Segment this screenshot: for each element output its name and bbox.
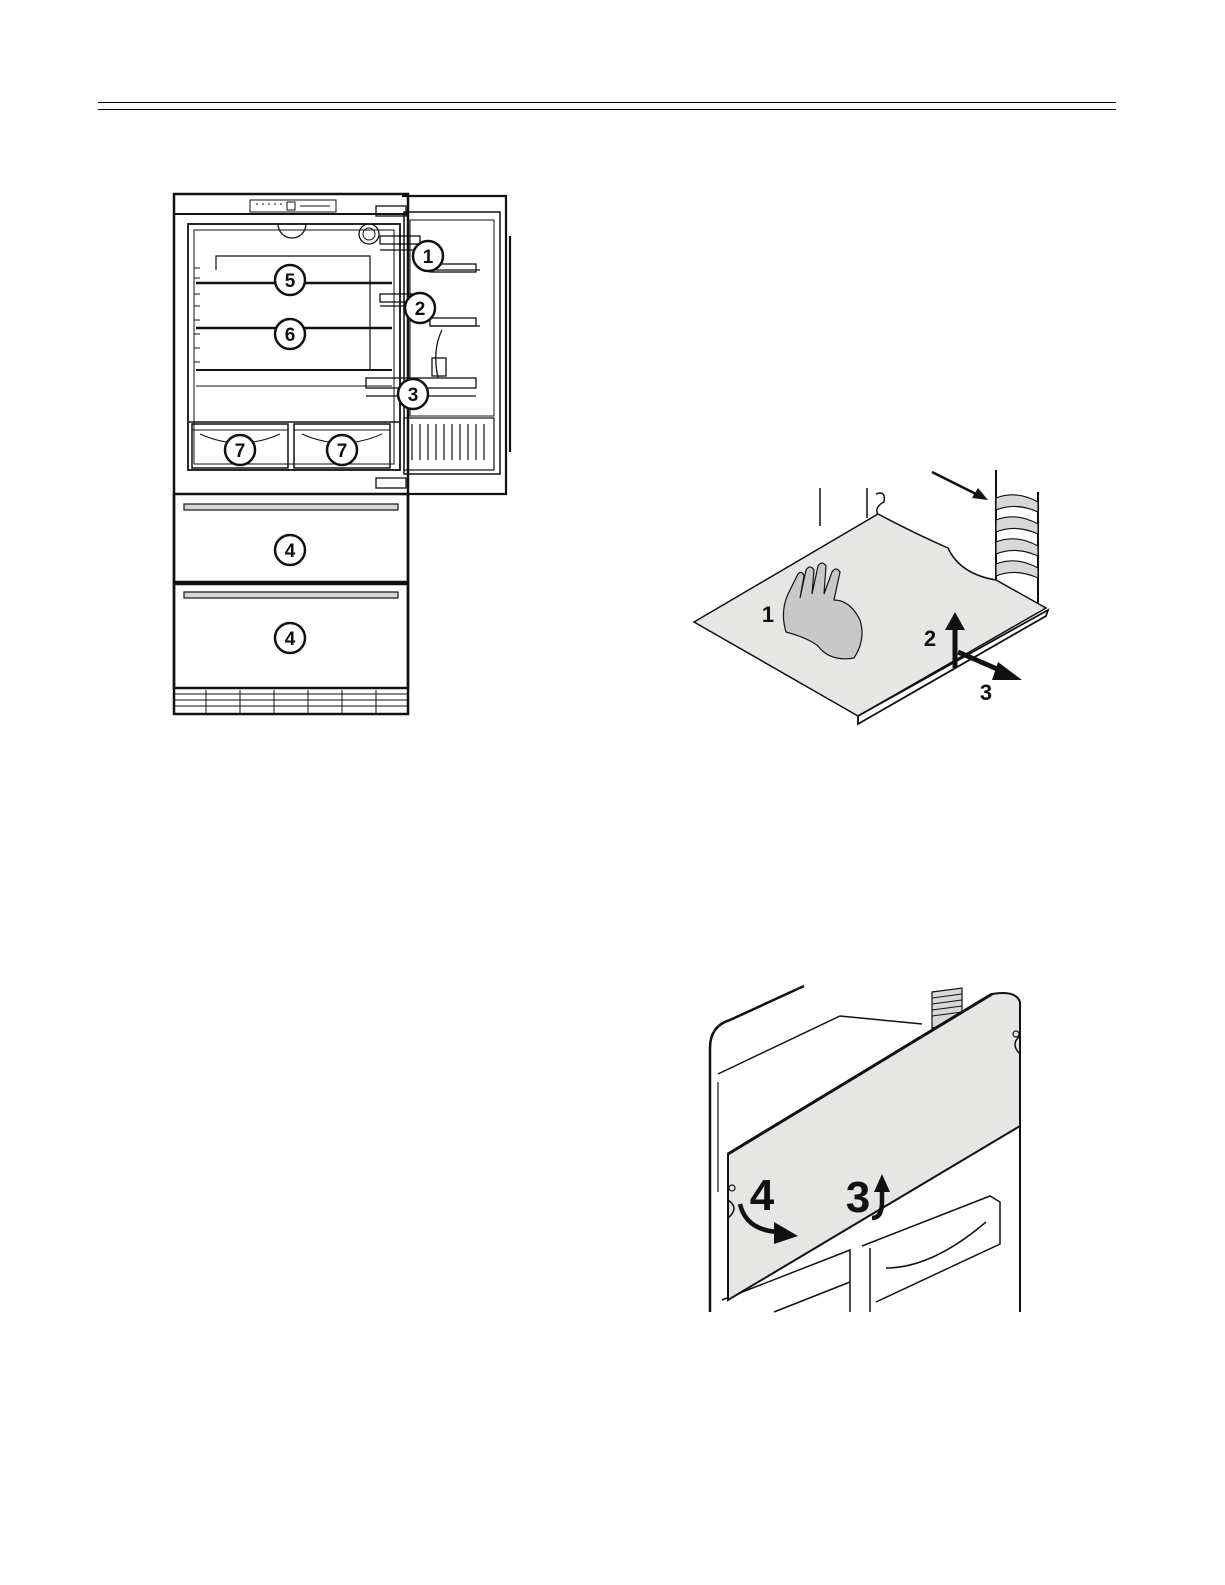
shelf-step-2-label: 2 [924, 626, 936, 651]
shelf-step-1-label: 1 [762, 602, 774, 627]
callout-3: 3 [408, 385, 419, 406]
callout-6: 6 [285, 325, 296, 346]
header-rule-top [98, 102, 1116, 103]
callout-2: 2 [415, 299, 426, 320]
shelf-removal-figure: 1 2 3 [690, 462, 1060, 732]
callout-4-upper-drawer: 4 [285, 541, 296, 562]
header-rule-bottom [98, 109, 1116, 110]
cover-removal-figure: 4 3 [700, 982, 1040, 1322]
cover-step-4-label: 4 [750, 1171, 775, 1220]
callout-7-left: 7 [235, 441, 246, 462]
callout-1: 1 [423, 247, 434, 268]
callout-7-right: 7 [337, 441, 348, 462]
fridge-overview-figure: 1 2 3 4 4 5 6 7 7 [170, 190, 520, 720]
callout-5: 5 [285, 271, 296, 292]
shelf-step-3-label: 3 [980, 680, 992, 705]
callout-4-lower-drawer: 4 [285, 629, 296, 650]
cover-step-3-label: 3 [846, 1173, 870, 1222]
